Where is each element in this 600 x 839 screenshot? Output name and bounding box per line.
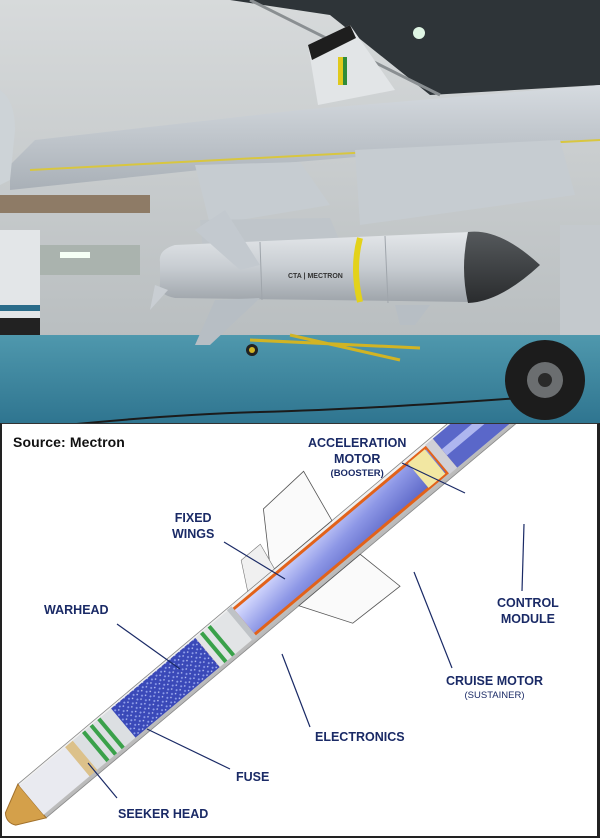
label-text: MOTOR bbox=[334, 452, 381, 466]
label-acceleration-motor: ACCELERATION MOTOR (BOOSTER) bbox=[308, 435, 406, 480]
label-fixed-wings: FIXED WINGS bbox=[172, 510, 214, 542]
label-text: WARHEAD bbox=[44, 603, 109, 617]
missile-cutaway-illustration bbox=[4, 424, 599, 826]
label-seeker-head: SEEKER HEAD bbox=[118, 806, 208, 822]
missile-marking-text: CTA | MECTRON bbox=[288, 273, 343, 280]
label-text: SEEKER HEAD bbox=[118, 807, 209, 821]
label-cruise-motor: CRUISE MOTOR (SUSTAINER) bbox=[446, 673, 543, 702]
label-text: CONTROL bbox=[497, 596, 559, 610]
source-label: Source: Mectron bbox=[13, 434, 125, 450]
missile-cutaway-diagram: Source: Mectron ACCELERATION MOTOR (BOOS… bbox=[0, 423, 600, 838]
label-text: FIXED bbox=[174, 511, 212, 525]
missile-photo-illustration: CTA | MECTRON bbox=[0, 0, 600, 423]
label-text: MODULE bbox=[500, 612, 555, 626]
label-electronics: ELECTRONICS bbox=[315, 729, 405, 745]
label-subtext: (SUSTAINER) bbox=[464, 690, 525, 701]
label-control-module: CONTROL MODULE bbox=[497, 595, 559, 627]
label-text: CRUISE MOTOR bbox=[446, 674, 543, 688]
label-warhead: WARHEAD bbox=[44, 602, 109, 618]
label-text: ACCELERATION bbox=[308, 436, 407, 450]
label-fuse: FUSE bbox=[236, 769, 269, 785]
label-subtext: (BOOSTER) bbox=[330, 468, 384, 479]
label-text: FUSE bbox=[236, 770, 270, 784]
label-text: ELECTRONICS bbox=[315, 730, 405, 744]
label-text: WINGS bbox=[172, 527, 215, 541]
hangar-photo: CTA | MECTRON bbox=[0, 0, 600, 423]
